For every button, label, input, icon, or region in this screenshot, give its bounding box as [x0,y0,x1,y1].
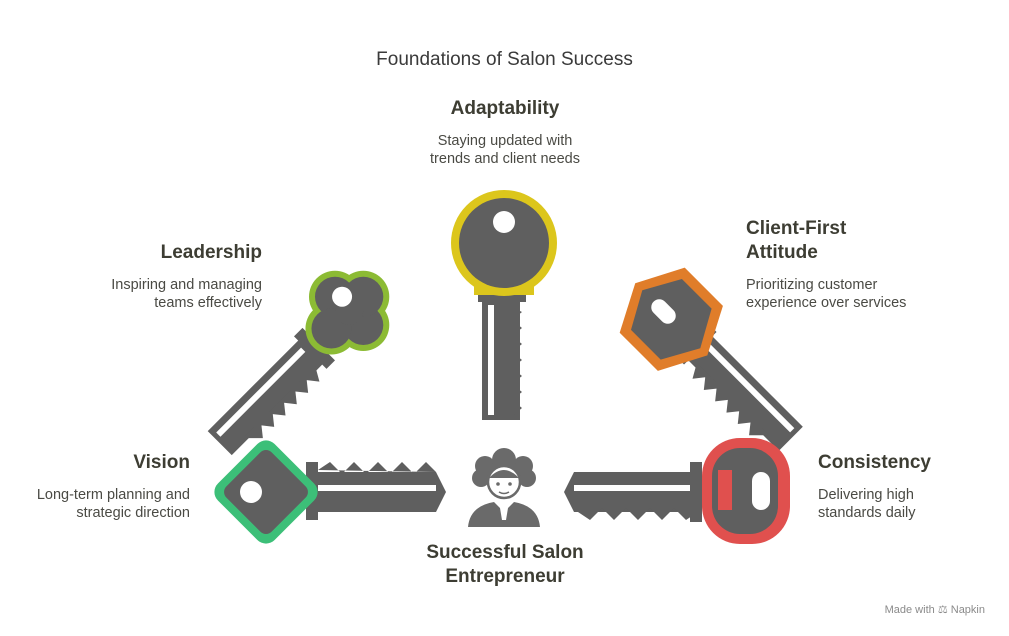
adaptability-desc-line2: trends and client needs [430,151,580,167]
client-first-heading: Client-First Attitude [746,217,966,265]
vision-heading: Vision [133,452,190,473]
consistency-description: Delivering high standards daily [818,486,998,522]
leadership-desc-line1: Inspiring and managing [111,277,262,293]
entrepreneur-person-icon [468,448,540,527]
consistency-desc-line2: standards daily [818,505,916,521]
client-first-desc-line1: Prioritizing customer [746,277,878,293]
client-first-description: Prioritizing customer experience over se… [746,276,966,312]
client-first-heading-line1: Client-First [746,218,847,239]
consistency-key-icon [564,438,790,544]
client-first-key-icon [619,267,803,451]
client-first-heading-line2: Attitude [746,242,818,263]
adaptability-heading: Adaptability [450,98,560,119]
client-first-desc-line2: experience over services [746,295,907,311]
leadership-heading: Leadership [160,242,262,263]
vision-desc-line2: strategic direction [76,505,190,521]
napkin-logo-icon: ⚖ [937,604,948,616]
leadership-key-icon [207,270,390,456]
center-label-line1: Successful Salon [426,542,584,563]
adaptability-desc-line1: Staying updated with [437,133,573,149]
vision-description: Long-term planning and strategic directi… [10,486,190,522]
vision-desc-line1: Long-term planning and [36,487,190,503]
vision-key-icon [214,440,446,544]
leadership-desc-line2: teams effectively [154,295,262,311]
center-label-line2: Entrepreneur [445,566,565,587]
leadership-description: Inspiring and managing teams effectively [62,276,262,312]
consistency-desc-line1: Delivering high [818,487,914,503]
footer-brand: Napkin [950,604,985,616]
center-label: Successful Salon Entrepreneur [380,541,630,589]
consistency-heading: Consistency [818,452,931,473]
adaptability-description: Staying updated with trends and client n… [380,132,630,168]
diagram-title: Foundations of Salon Success [376,49,633,70]
adaptability-key-icon [451,190,557,420]
footer-made-with: Made with [884,604,935,616]
footer-branding: Made with ⚖ Napkin [885,603,985,616]
